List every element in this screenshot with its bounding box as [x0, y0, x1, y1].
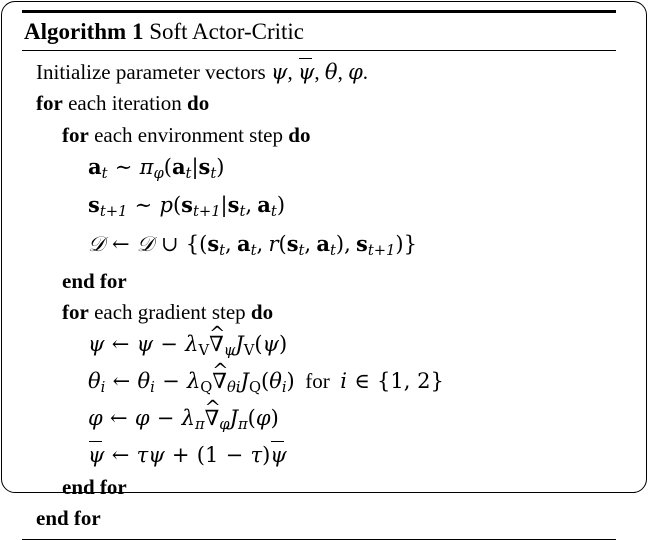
algorithm-line-for-env-step: for each environment step do	[62, 122, 311, 147]
algorithm-line-for-gradient-step: for each gradient step do	[62, 300, 274, 325]
algorithm-line-end-for-env-step: end for	[62, 268, 127, 293]
algorithm-name: Soft Actor-Critic	[149, 19, 304, 44]
algorithm-bottom-rule	[22, 538, 616, 540]
algorithm-line-update-theta: θi ← θi − λQ∇θiJQ(θi) for i ∈ {1, 2}	[22, 355, 616, 403]
algorithm-title: Algorithm 1 Soft Actor-Critic	[22, 13, 616, 50]
algorithm-title-rule	[22, 50, 616, 51]
algorithm-box: Algorithm 1 Soft Actor-Critic Initialize…	[22, 10, 616, 540]
algorithm-line-update-psi: ψ ← ψ − λV∇ψJV(ψ)	[22, 318, 616, 366]
algorithm-line-for-iteration: for each iteration do	[36, 91, 210, 116]
algorithm-label: Algorithm 1	[24, 19, 144, 44]
algorithm-line-update-phi: φ ← φ − λπ∇φJπ(φ)	[22, 392, 616, 440]
algorithm-top-rule	[22, 10, 616, 13]
algorithm-line-init: Initialize parameter vectors ψ, ψ, θ, φ.	[22, 57, 616, 88]
algorithm-body: Initialize parameter vectors ψ, ψ, θ, φ.…	[22, 51, 616, 539]
algorithm-line-replay-buffer-update: 𝒟 ← 𝒟 ∪ {(st, at, r(st, at), st+1)}	[88, 230, 417, 259]
algorithm-line-update-psi-bar: ψ ← τψ + (1 − τ)ψ	[22, 440, 616, 471]
algorithm-line-end-for-gradient-step: end for	[62, 474, 127, 499]
algorithm-line-end-for-iteration: end for	[36, 506, 101, 531]
algorithm-line-sample-action: at ∼ πφ(at|st)	[88, 154, 225, 183]
algorithm-line-sample-next-state: st+1 ∼ p(st+1|st, at)	[88, 192, 286, 221]
